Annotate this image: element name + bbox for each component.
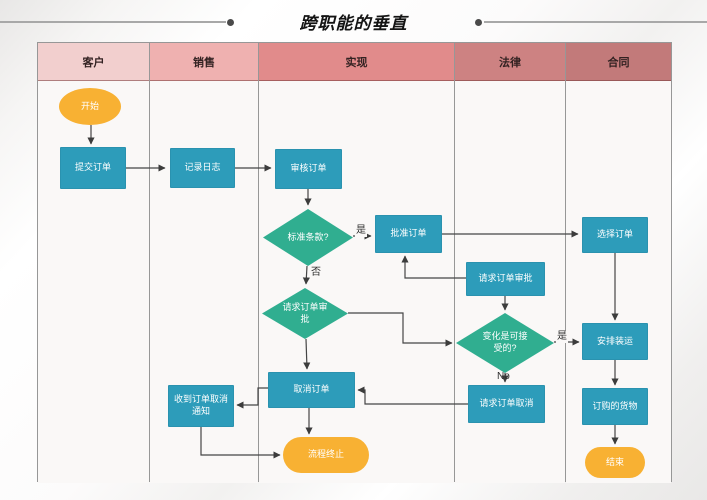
node-start: 开始	[59, 88, 121, 125]
title-dot-right	[475, 19, 482, 26]
node-process-end: 流程终止	[283, 437, 369, 473]
title-dot-left	[227, 19, 234, 26]
node-cancel-order-label: 取消订单	[293, 384, 330, 395]
node-approve-order-label: 批准订单	[390, 228, 427, 239]
lane-label-implementation: 实现	[345, 56, 368, 69]
lane-label-customer: 客户	[82, 56, 105, 69]
branch-label-changes-no: No	[497, 371, 510, 382]
node-select-order: 选择订单	[582, 217, 648, 253]
lane-body-customer	[38, 81, 149, 483]
node-review-order-label: 审核订单	[290, 163, 327, 174]
branch-label-standard-yes: 是	[355, 225, 367, 237]
title-rule-right	[484, 21, 707, 23]
node-start-label: 开始	[80, 100, 99, 111]
node-process-end-label: 流程终止	[307, 449, 344, 460]
branch-label-changes-yes: 是	[556, 331, 568, 343]
node-end-label: 结束	[605, 456, 624, 467]
lane-header-contract: 合同	[566, 43, 671, 81]
node-request-approval: 请求订单审批	[466, 262, 545, 296]
node-review-order: 审核订单	[275, 149, 342, 189]
lane-implementation: 实现	[259, 42, 455, 483]
node-approve-order: 批准订单	[375, 215, 442, 253]
node-select-order-label: 选择订单	[596, 229, 633, 240]
node-request-approval-decision-label: 请求订单审批	[282, 301, 328, 324]
lane-header-legal: 法律	[455, 43, 565, 81]
node-cancel-order: 取消订单	[268, 372, 355, 408]
branch-label-standard-no: 否	[310, 267, 322, 279]
lane-header-implementation: 实现	[259, 43, 454, 81]
node-submit-order-label: 提交订单	[74, 162, 111, 173]
lane-label-legal: 法律	[499, 56, 521, 69]
node-arrange-shipping-label: 安排装运	[596, 335, 633, 346]
node-arrange-shipping: 安排装运	[582, 323, 648, 360]
node-request-approval-label: 请求订单审批	[478, 273, 533, 284]
lane-header-customer: 客户	[38, 43, 149, 81]
title-rule-left	[0, 21, 226, 23]
node-changes-acceptable-label: 变化是可接受的?	[482, 331, 528, 353]
lane-body-implementation	[259, 81, 454, 483]
lane-label-sales: 销售	[193, 56, 215, 69]
page-title: 跨职能的垂直	[299, 14, 408, 33]
lane-label-contract: 合同	[607, 56, 630, 69]
node-end: 结束	[585, 447, 645, 478]
node-cancel-notice: 收到订单取消通知	[168, 385, 234, 427]
lane-header-sales: 销售	[150, 43, 258, 81]
node-request-cancel-label: 请求订单取消	[479, 398, 534, 409]
node-ordered-goods: 订购的货物	[582, 388, 648, 425]
node-submit-order: 提交订单	[60, 147, 126, 189]
node-ordered-goods-label: 订购的货物	[592, 400, 638, 411]
node-record-log-label: 记录日志	[184, 162, 221, 173]
node-record-log: 记录日志	[170, 148, 235, 188]
node-cancel-notice-label: 收到订单取消通知	[173, 394, 228, 416]
node-standard-terms-label: 标准条款?	[287, 231, 329, 242]
node-request-cancel: 请求订单取消	[468, 385, 545, 423]
